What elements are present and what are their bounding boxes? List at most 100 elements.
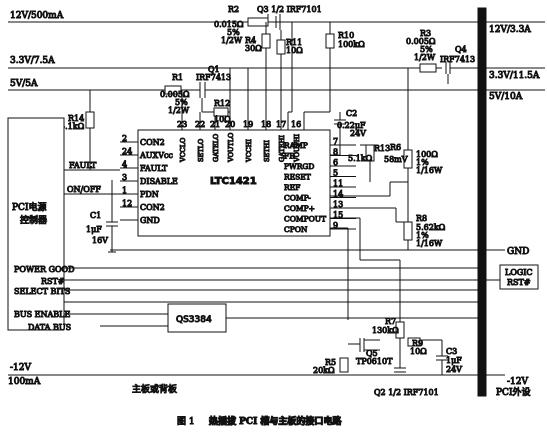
ic-top-pin-number: 17 [276,120,286,129]
r8-name: R8 [416,214,427,223]
rst-label: RST# [41,277,65,286]
power-good-label: POWER GOOD [14,265,75,274]
r3-power: 1/2W [414,53,436,62]
pci-connector-bar [477,7,487,397]
r12-value: 10Ω [214,115,231,124]
ic-top-connections [181,22,293,130]
ic-right-pin-name: PWRGD [284,162,314,171]
r12-name: R12 [214,99,230,108]
pci-power-controller [7,117,65,331]
rail-m12v-current: 100mA [8,377,41,387]
ic-top-pin-name: SETHI [263,140,271,162]
r1-power: 1/2W [168,106,190,115]
figure-caption: 热插拔 PCI 槽与主板的接口电路 [209,415,342,427]
ic-name: LTC1421 [210,176,257,187]
r8-power: 1/16W [416,239,443,248]
c1-name: C1 [90,211,101,220]
r10-resistor [325,33,335,49]
ic-left-pin-number: 24 [122,147,132,156]
rail-m12v-label: -12V [10,363,31,373]
ic-right-pin-number: 5 [333,169,338,178]
ic-left-pin-number: 12 [122,199,132,208]
ic-top-pin-number: 16 [291,120,301,129]
ic-right-pin-name: RAMP [284,141,308,150]
ic-top-pin-name: VOUTHI [293,134,301,163]
ic-left-pin-name: CON2 [140,203,165,212]
rail-5v-in-label: 5V/5A [10,79,38,89]
c2-value: 0.22μF [337,121,366,130]
onoff-label: ON/OFF [67,185,101,194]
r5-value: 20kΩ [313,366,335,375]
q2-label: Q2 1/2 IRF7101 [374,388,439,397]
r14-value: 5.1kΩ [60,122,85,131]
ic-left-pin-number: 1 [122,186,127,195]
ic-top-pin-number: 18 [261,120,271,129]
q4-mosfet [436,62,456,84]
r4-name: R4 [245,36,256,45]
r5-name: R5 [325,358,336,367]
r1-name: R1 [172,73,183,82]
ic-top-pin-name: SETLO [197,139,205,162]
rail-3v3-out-label: 3.3V/11.5A [489,71,540,81]
r11-value: 10Ω [286,46,303,55]
ic-left-pin-name: DISABLE [140,177,178,186]
ic-right-pin-number: 11 [333,179,343,188]
ic-right-pin-name: CPON [284,225,308,234]
r8-resistor [403,221,413,241]
ic-right-pin-name: COMPOUT [284,215,326,224]
ic-top-pin-number: 22 [195,120,205,129]
r14-name: R14 [68,114,84,123]
c1-voltage: 16V [92,236,108,245]
ic-left-pin-number: 4 [122,160,127,169]
r6-value: 100Ω [416,150,438,159]
q5-mosfet [348,338,380,352]
r2-resistor [247,17,269,27]
q2-mosfet [394,360,406,373]
r13-name: R13 [374,144,390,153]
r13-value: 5.1kΩ [348,154,373,163]
ic-left-pin-name: PDN [140,190,159,199]
logic-rst-box [499,264,539,290]
rail-m12v-out-label: -12V [507,377,528,387]
r5-resistor [339,357,349,373]
q3-label: Q3 1/2 IRF7101 [257,5,322,14]
ic-top-pin-name: VCCHI [245,139,253,163]
r2-value: 0.015Ω [214,20,244,29]
r9-resistor [407,337,421,347]
fault-label: FAULT [69,161,97,170]
r10-name: R10 [338,31,354,40]
ic-right-pin-number: 8 [333,148,338,157]
ic-right-pin-number: 7 [333,137,338,146]
r1-value: 0.005Ω [160,90,190,99]
r3-name: R3 [420,29,431,38]
ic-top-pin-name: VCCLO [179,138,187,163]
logic-rst-line1: LOGIC [505,268,533,277]
ic-left-pin-name: CON2 [140,138,165,147]
r4-value: 30Ω [245,44,262,53]
ic-right-pin-name: REF [284,183,300,192]
figure-number: 图 1 [177,416,195,427]
r6-power: 1/16W [416,166,443,175]
q4-name: Q4 [455,45,467,54]
r3-value: 0.005Ω [406,37,436,46]
r10-value: 100kΩ [338,40,365,49]
c1-value: 1μF [86,225,102,234]
ic-right-pin-number: 9 [333,221,338,230]
board-label: 主板或背板 [132,383,177,395]
r11-resistor [276,39,286,55]
controller-title-2: 控制器 [20,214,47,226]
r14-resistor [85,111,95,129]
r2-name: R2 [228,5,239,14]
ic-right-pin-number: 6 [333,158,338,167]
r2-power: 1/2W [221,36,243,45]
rail-3v3-in-label: 3.3V/7.5A [10,56,55,66]
r6-name: R6 [390,143,401,152]
q1-mosfet [196,82,220,112]
ic-right-pin-number: 13 [333,200,343,209]
ic-left-pin-number: 3 [122,173,127,182]
ic-top-pin-name: GATELO [212,134,220,162]
r2-tol: 5% [227,28,240,37]
r9-value: 10Ω [410,347,427,356]
q3-mosfet [267,14,292,30]
